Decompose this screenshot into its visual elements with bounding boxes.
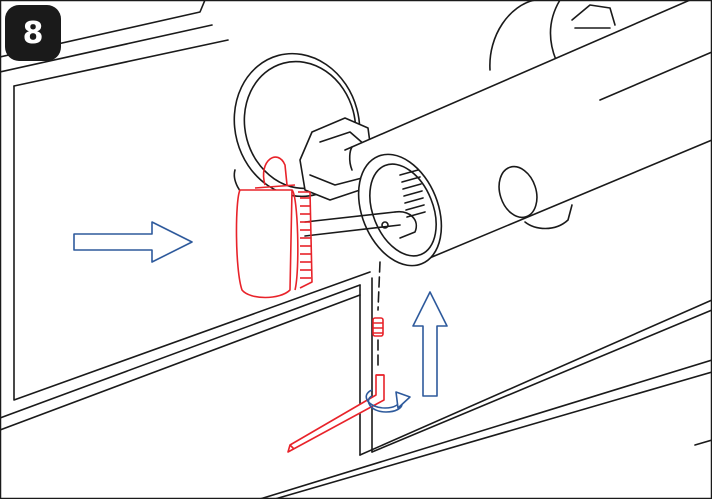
up-arrow-outline-icon (412, 291, 448, 397)
rotate-arrow-icon (365, 389, 411, 413)
end-cap-icon (235, 156, 313, 299)
grub-screw-icon (372, 317, 384, 337)
connector-rod (304, 210, 417, 239)
alignment-line (377, 261, 381, 369)
hex-key-icon (287, 374, 385, 453)
right-arrow-outline-icon (73, 221, 193, 263)
shower-bar (344, 0, 712, 267)
step-number-badge: 8 (5, 5, 61, 61)
bar-internal-thread (381, 169, 426, 229)
rear-mount (489, 0, 616, 71)
